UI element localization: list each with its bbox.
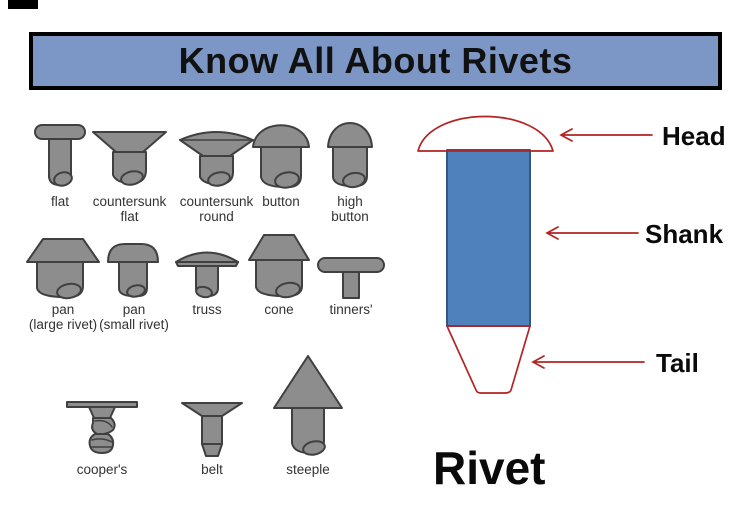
head-label: Head (662, 121, 726, 151)
tinners-label: tinners' (329, 302, 373, 317)
belt-rivet-icon (181, 402, 243, 457)
figure-steeple: steeple (268, 353, 348, 477)
title-banner: Know All About Rivets (29, 32, 722, 90)
blue-rivet-diagram (417, 115, 554, 394)
figure-pan-small: pan (small rivet) (90, 238, 178, 332)
tinners-rivet-icon (317, 257, 385, 299)
steeple-label: steeple (286, 462, 330, 477)
coopers-rivet-icon (66, 401, 138, 454)
figure-flat: flat (28, 120, 92, 209)
tail-label: Tail (656, 348, 699, 378)
pan-large-label: pan (large rivet) (28, 302, 98, 333)
button-label: button (262, 194, 300, 209)
countersunk-flat-label: countersunk flat (92, 194, 167, 225)
figure-countersunk-round: countersunk round (174, 122, 259, 224)
tail-arrow (531, 355, 645, 369)
corner-artifact (8, 0, 38, 9)
head-arrow (559, 128, 653, 142)
button-rivet-icon (252, 124, 310, 189)
figure-coopers: cooper's (62, 396, 142, 477)
page-title: Know All About Rivets (178, 40, 573, 81)
figure-cone: cone (243, 232, 315, 317)
pan-small-label: pan (small rivet) (99, 302, 169, 333)
flat-rivet-icon (34, 124, 86, 187)
figure-high-button: high button (315, 114, 385, 224)
high-button-label: high button (331, 194, 369, 225)
shank-label: Shank (645, 219, 724, 249)
figure-tinners: tinners' (315, 254, 387, 317)
shank-arrow (545, 226, 639, 240)
steeple-rivet-icon (273, 355, 343, 456)
high-button-rivet-icon (327, 122, 373, 189)
belt-label: belt (201, 462, 223, 477)
figure-countersunk-flat: countersunk flat (87, 122, 172, 224)
cone-label: cone (264, 302, 294, 317)
truss-label: truss (192, 302, 222, 317)
rivet-caption: Rivet (433, 442, 546, 494)
cone-rivet-icon (248, 234, 310, 299)
pan-small-rivet-icon (107, 243, 159, 298)
flat-label: flat (50, 194, 69, 209)
figure-belt: belt (177, 398, 247, 477)
truss-rivet-icon (175, 251, 239, 299)
pan-large-rivet-icon (26, 238, 100, 300)
coopers-label: cooper's (76, 462, 128, 477)
figure-truss: truss (172, 242, 242, 317)
countersunk-round-label: countersunk round (179, 194, 254, 225)
countersunk-round-rivet-icon (179, 131, 254, 187)
figure-pan-large: pan (large rivet) (19, 236, 107, 332)
figure-button: button (246, 114, 316, 209)
countersunk-flat-rivet-icon (92, 131, 167, 186)
